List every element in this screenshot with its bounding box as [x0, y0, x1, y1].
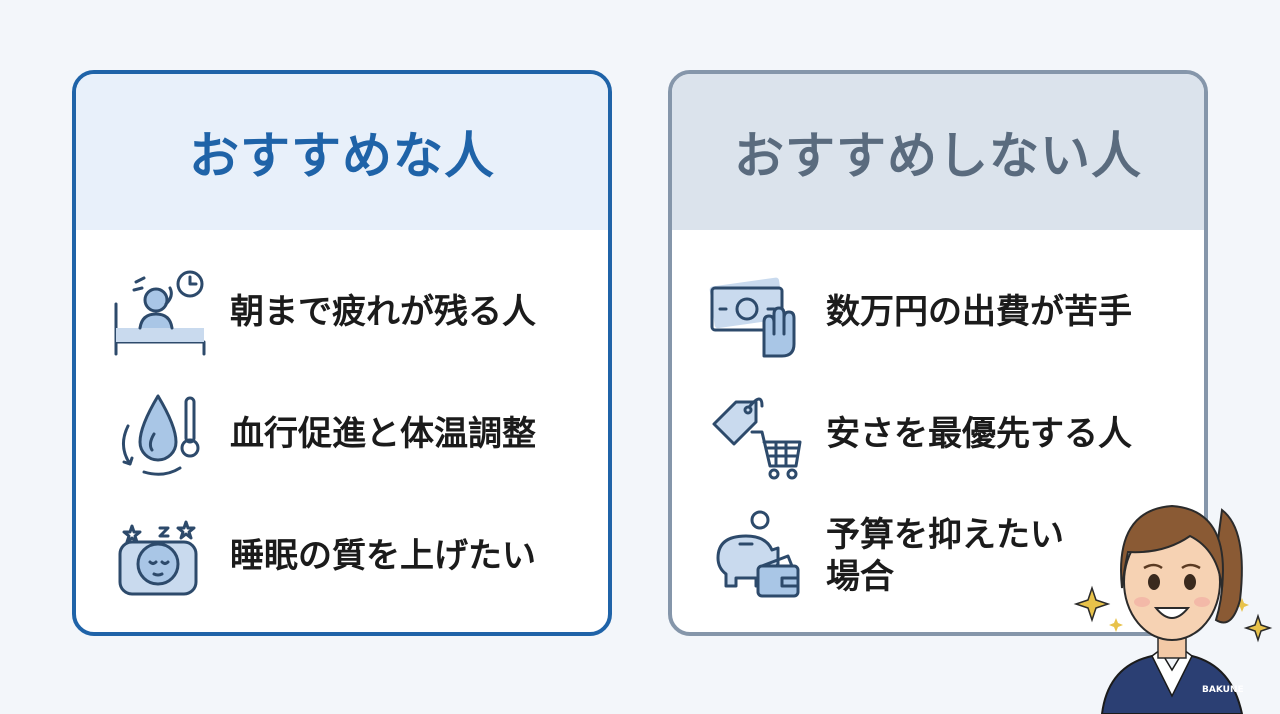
- tired-in-bed-icon: [114, 270, 206, 356]
- piggy-bank-wallet-icon: [716, 510, 800, 598]
- mascot-woman: BAKUNE: [1073, 504, 1273, 714]
- recommended-title: おすすめな人: [76, 74, 608, 230]
- cash-hand-icon: [709, 277, 796, 358]
- sparkle-icon: [1073, 585, 1273, 643]
- list-item: 数万円の出費が苦手: [706, 264, 1132, 360]
- not-recommended-card: おすすめしない人 数万円の出費が苦手 安さを最優先する人: [668, 70, 1208, 636]
- item-label: 数万円の出費が苦手: [826, 291, 1132, 332]
- item-label: 睡眠の質を上げたい: [230, 535, 536, 576]
- list-item: 睡眠の質を上げたい: [110, 508, 536, 604]
- list-item: 予算を抑えたい場合: [706, 508, 1096, 604]
- item-label: 血行促進と体温調整: [230, 413, 536, 454]
- item-label: 安さを最優先する人: [826, 413, 1132, 454]
- item-label: 予算を抑えたい場合: [826, 514, 1064, 598]
- item-label: 朝まで疲れが残る人: [230, 291, 536, 332]
- list-item: 安さを最優先する人: [706, 386, 1132, 482]
- badge-text: BAKUNE: [1202, 685, 1244, 695]
- price-tag-cart-icon: [712, 397, 802, 480]
- recommended-card: おすすめな人 朝まで疲れが残る人 血行促進と体温調整: [72, 70, 612, 636]
- blood-drop-thermometer-icon: [122, 394, 200, 476]
- list-item: 血行促進と体温調整: [110, 386, 536, 482]
- list-item: 朝まで疲れが残る人: [110, 264, 536, 360]
- sleeping-face-icon: [118, 520, 198, 596]
- not-recommended-title: おすすめしない人: [672, 74, 1204, 230]
